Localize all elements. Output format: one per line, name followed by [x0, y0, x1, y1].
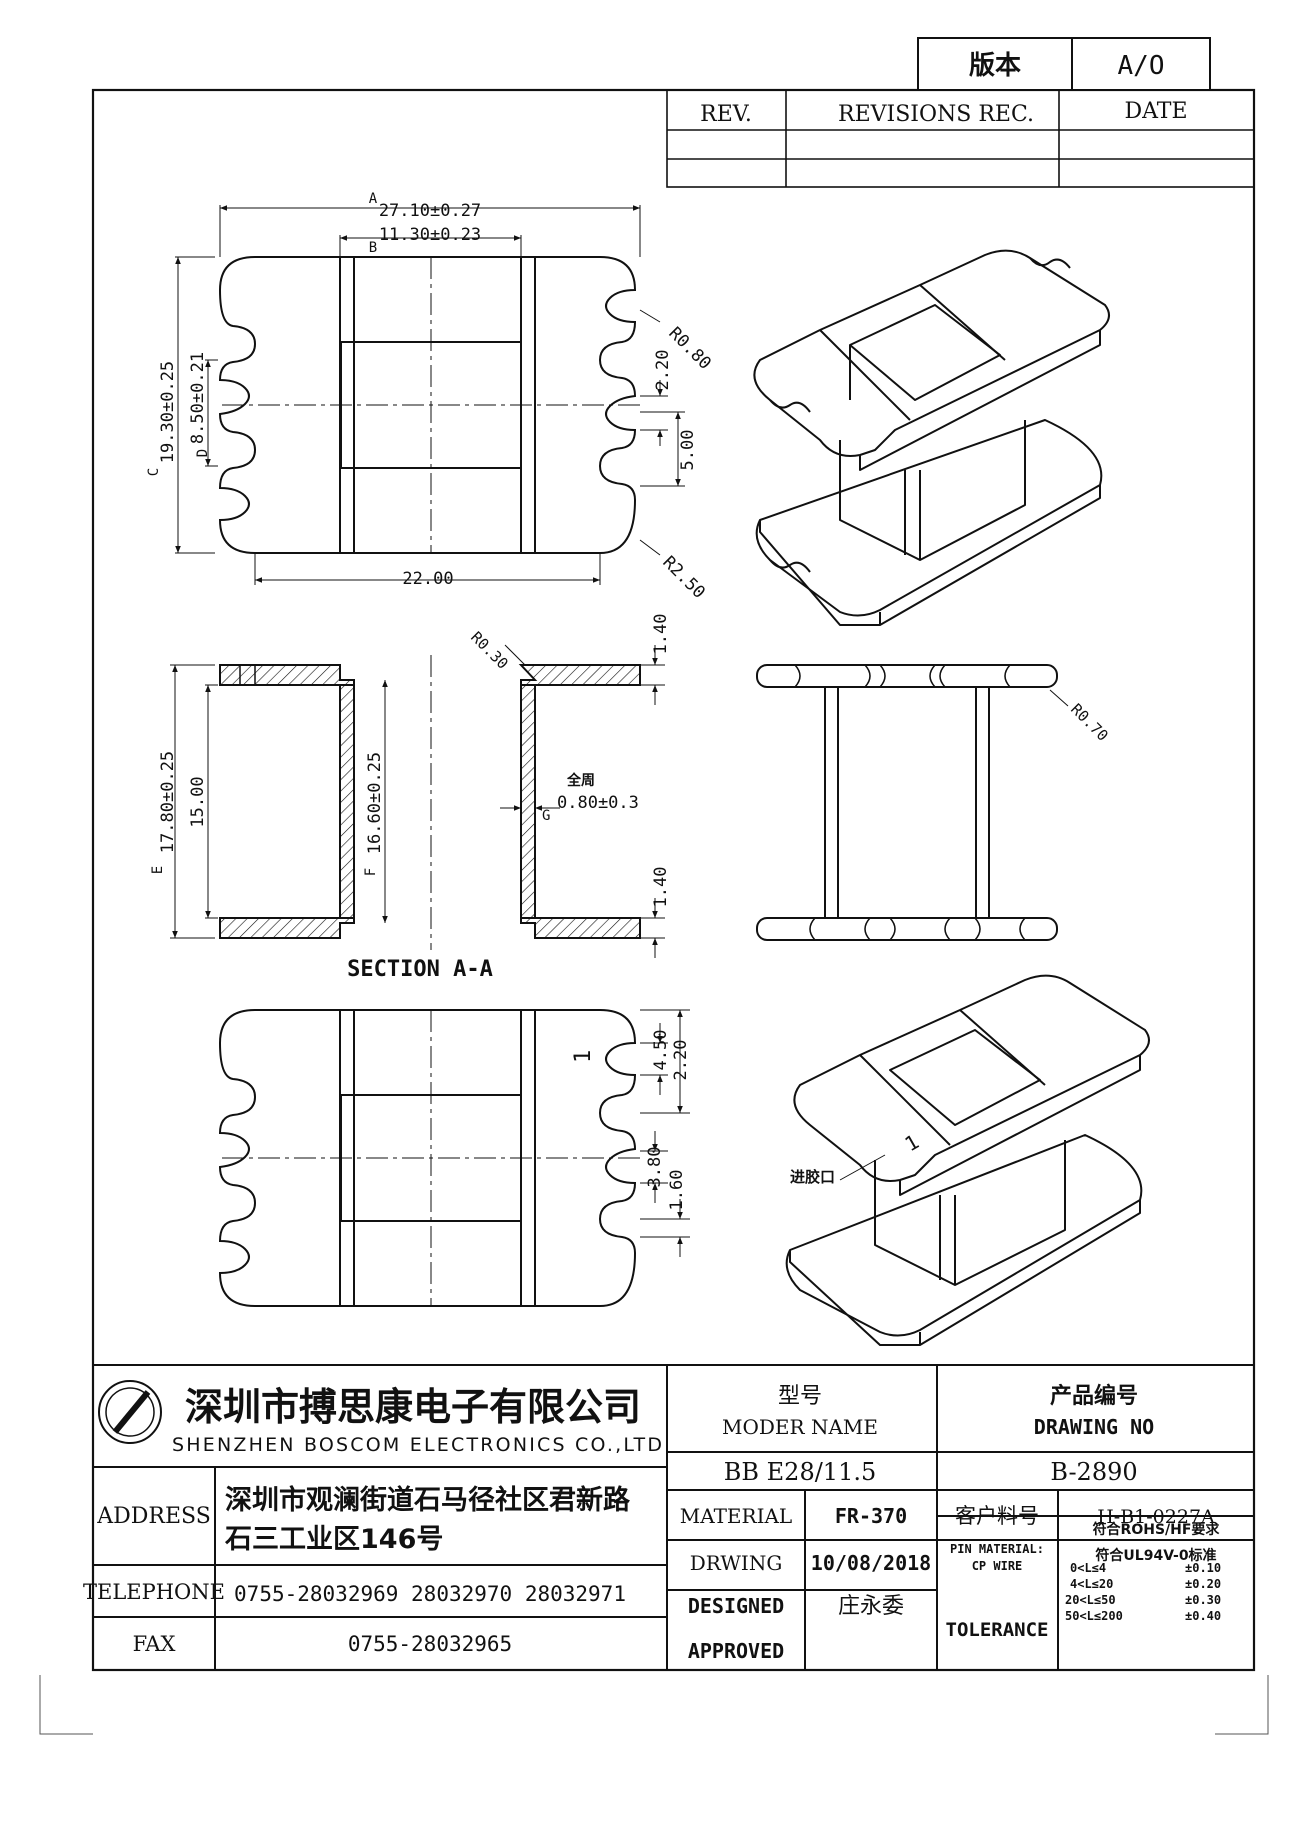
wall-note: 全周: [566, 772, 595, 789]
tolerance-value-3: ±0.40: [1185, 1609, 1221, 1623]
tolerance-value-0: ±0.10: [1185, 1561, 1221, 1575]
cp-wire-label: CP WIRE: [972, 1559, 1023, 1573]
revision-header-date: DATE: [1124, 99, 1187, 124]
tolerance-label: TOLERANCE: [946, 1619, 1049, 1641]
company-logo: [98, 1380, 162, 1444]
telephone-value: 0755-28032969 28032970 28032971: [234, 1582, 626, 1606]
dim-width-value: 22.00: [402, 569, 453, 589]
iso-view-top: [753, 249, 1110, 626]
dim-c-label: C: [146, 468, 162, 476]
drawing-value: B-2890: [1050, 1458, 1137, 1486]
dim-d-value: 8.50±0.21: [188, 352, 208, 444]
bottom-pin-mark: 1: [571, 1050, 596, 1063]
drwing-label: DRWING: [690, 1551, 783, 1575]
dim-d-label: D: [195, 449, 211, 457]
fax-label: FAX: [133, 1632, 176, 1656]
tolerance-range-2: 20<L≤50: [1065, 1593, 1116, 1607]
dim-e-label: E: [150, 866, 166, 874]
revision-table: [666, 89, 1255, 188]
address-line1: 深圳市观澜街道石马径社区君新路: [225, 1484, 631, 1516]
model-value: BB E28/11.5: [724, 1458, 876, 1486]
version-box: 版本 A/O: [917, 37, 1211, 91]
tolerance-table: 0<L≤4 ±0.10 4<L≤20 ±0.20 20<L≤50 ±0.30 5…: [1065, 1561, 1221, 1623]
tolerance-value-2: ±0.30: [1185, 1593, 1221, 1607]
drwing-value: 10/08/2018: [811, 1551, 931, 1575]
bottom-d2: 2.20: [671, 1040, 691, 1081]
bottom-view-dimensions: [640, 1009, 690, 1257]
material-value: FR-370: [835, 1504, 907, 1528]
address-line2: 石三工业区146号: [224, 1524, 443, 1555]
flange-top-value: 1.40: [651, 614, 671, 655]
telephone-label: TELEPHONE: [83, 1580, 225, 1604]
section-dimensions: [170, 644, 665, 958]
side-view: [756, 664, 1069, 941]
company-name-cn: 深圳市搏思康电子有限公司: [185, 1385, 641, 1429]
version-value: A/O: [1118, 51, 1165, 81]
top-view: [218, 256, 637, 554]
drawing-header-cn: 产品编号: [1050, 1383, 1138, 1409]
dim-b-label: B: [369, 240, 377, 256]
customer-part-label: 客户料号: [955, 1504, 1039, 1528]
dim-a-label: A: [369, 191, 378, 207]
designed-label: DESIGNED: [688, 1594, 784, 1618]
designed-value: 庄永委: [838, 1594, 904, 1619]
dim-b-value: 11.30±0.23: [379, 225, 481, 245]
dim-c-value: 19.30±0.25: [158, 361, 178, 463]
compliance-ul: 符合UL94V-0标准: [1094, 1547, 1216, 1564]
section-title: SECTION A-A: [347, 957, 493, 982]
top-view-centerlines: [222, 257, 640, 553]
iso-view-bottom: [785, 974, 1150, 1346]
company-name-en: SHENZHEN BOSCOM ELECTRONICS CO.,LTD: [172, 1434, 662, 1456]
material-label: MATERIAL: [680, 1504, 792, 1528]
model-header-en: MODER NAME: [722, 1415, 878, 1439]
drawing-header-en: DRAWING NO: [1034, 1415, 1154, 1439]
inner-value: 15.00: [188, 776, 208, 827]
flange-bottom-value: 1.40: [651, 867, 671, 908]
dim-e-value: 17.80±0.25: [158, 751, 178, 853]
spacing-label: 5.00: [678, 430, 698, 471]
iso-pin-mark: 1: [901, 1130, 923, 1157]
corner-marks: [39, 1675, 1269, 1735]
dim-f-label: F: [363, 868, 379, 876]
compliance-rohs: 符合ROHS/HF要求: [1092, 1521, 1221, 1538]
tolerance-range-1: 4<L≤20: [1070, 1577, 1113, 1591]
title-block-grid: [93, 1364, 1254, 1670]
model-header-cn: 型号: [778, 1384, 822, 1409]
r-corner-label: R0.30: [467, 628, 512, 673]
section-view: [219, 664, 641, 939]
bottom-d4: 1.60: [667, 1170, 687, 1211]
bottom-d3: 3.80: [645, 1147, 665, 1188]
bottom-view: [218, 1009, 637, 1307]
dim-f-value: 16.60±0.25: [365, 752, 385, 854]
customer-part-value: H-B1-0227A: [1097, 1506, 1215, 1528]
tolerance-range-3: 50<L≤200: [1065, 1609, 1123, 1623]
tolerance-range-0: 0<L≤4: [1070, 1561, 1106, 1575]
top-view-dimensions: [175, 205, 685, 585]
fax-value: 0755-28032965: [348, 1632, 512, 1656]
pin-material-label: PIN MATERIAL:: [950, 1542, 1044, 1556]
pitch-label: 2.20: [653, 350, 673, 391]
version-label: 版本: [968, 51, 1021, 81]
approved-label: APPROVED: [688, 1639, 784, 1663]
dim-g-label: G: [542, 808, 550, 824]
revision-header-rec: REVISIONS REC.: [838, 102, 1034, 127]
top-view-outline: [218, 256, 637, 554]
gate-label: 进胶口: [790, 1168, 835, 1186]
tolerance-value-1: ±0.20: [1185, 1577, 1221, 1591]
bottom-view-centerlines: [222, 1010, 640, 1306]
bottom-d1: 4.50: [651, 1030, 671, 1071]
side-r-corner-label: R0.70: [1067, 700, 1112, 745]
dim-a-value: 27.10±0.27: [379, 201, 481, 221]
address-label: ADDRESS: [96, 1504, 211, 1529]
r-large-label: R2.50: [658, 552, 708, 602]
revision-header-rev: REV.: [700, 102, 752, 127]
dim-g-value: 0.80±0.3: [557, 793, 639, 813]
